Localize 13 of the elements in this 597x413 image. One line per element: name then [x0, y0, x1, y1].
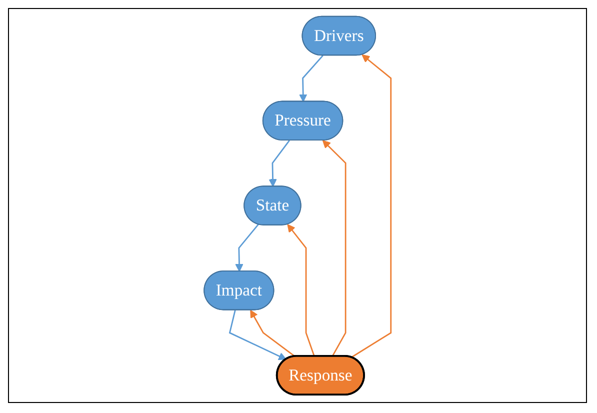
arrow [287, 224, 315, 357]
arrow [268, 140, 290, 187]
arrow [350, 54, 392, 358]
arrow [299, 55, 324, 102]
ellipse-node: Response [276, 354, 365, 396]
ellipse-node: Pressure [262, 100, 344, 140]
ellipse-node: Impact [204, 270, 274, 310]
ellipse-node: State [244, 186, 302, 226]
arrow [228, 310, 286, 360]
arrow [250, 310, 296, 357]
ellipse-node: Drivers [302, 16, 376, 56]
arrow [235, 224, 259, 272]
arrow [322, 140, 346, 357]
